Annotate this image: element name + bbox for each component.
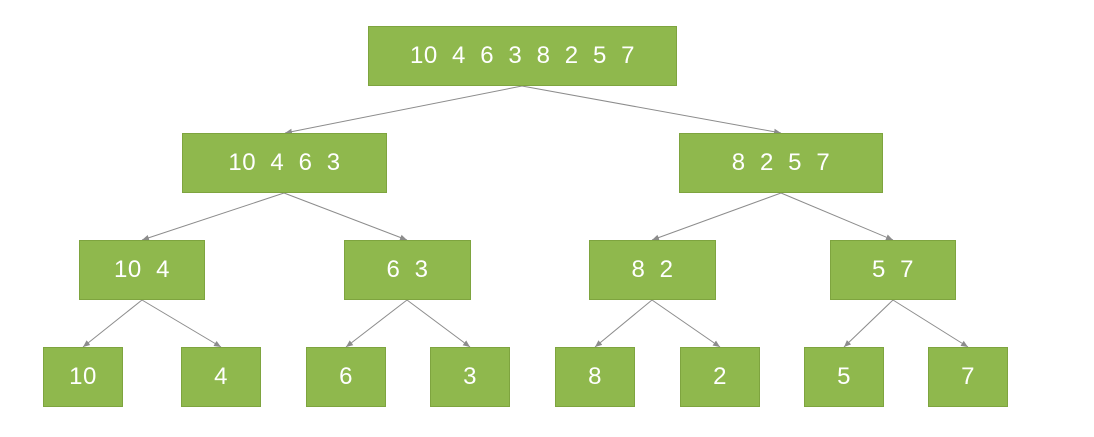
leaf-node-7: 5 bbox=[804, 347, 884, 407]
leaf-node-6: 2 bbox=[680, 347, 760, 407]
leaf-node-5: 8 bbox=[555, 347, 635, 407]
edge-rl-l6 bbox=[651, 299, 721, 348]
leaf-node-3: 6 bbox=[306, 347, 386, 407]
edge-rr-l8 bbox=[892, 299, 969, 348]
quarter-node-1: 10 4 bbox=[79, 240, 205, 300]
edge-ll-l1 bbox=[82, 299, 143, 348]
edge-root-right bbox=[521, 85, 782, 135]
edge-lr-l3 bbox=[345, 299, 408, 348]
leaf-node-2: 4 bbox=[181, 347, 261, 407]
edge-ll-l2 bbox=[141, 299, 222, 348]
edge-l-ll bbox=[141, 192, 285, 241]
edge-root-left bbox=[284, 85, 523, 135]
quarter-node-3: 8 2 bbox=[589, 240, 716, 300]
root-node: 10 4 6 3 8 2 5 7 bbox=[368, 26, 677, 86]
left-half-node: 10 4 6 3 bbox=[182, 133, 387, 193]
leaf-node-4: 3 bbox=[430, 347, 510, 407]
right-half-node: 8 2 5 7 bbox=[679, 133, 883, 193]
edge-l-lr bbox=[283, 192, 408, 241]
quarter-node-2: 6 3 bbox=[344, 240, 471, 300]
leaf-node-1: 10 bbox=[43, 347, 123, 407]
edge-r-rl bbox=[651, 192, 782, 241]
leaf-node-8: 7 bbox=[928, 347, 1008, 407]
quarter-node-4: 5 7 bbox=[830, 240, 956, 300]
edge-rr-l7 bbox=[843, 299, 894, 348]
edge-r-rr bbox=[780, 192, 894, 241]
edge-rl-l5 bbox=[594, 299, 653, 348]
edge-lr-l4 bbox=[406, 299, 471, 348]
